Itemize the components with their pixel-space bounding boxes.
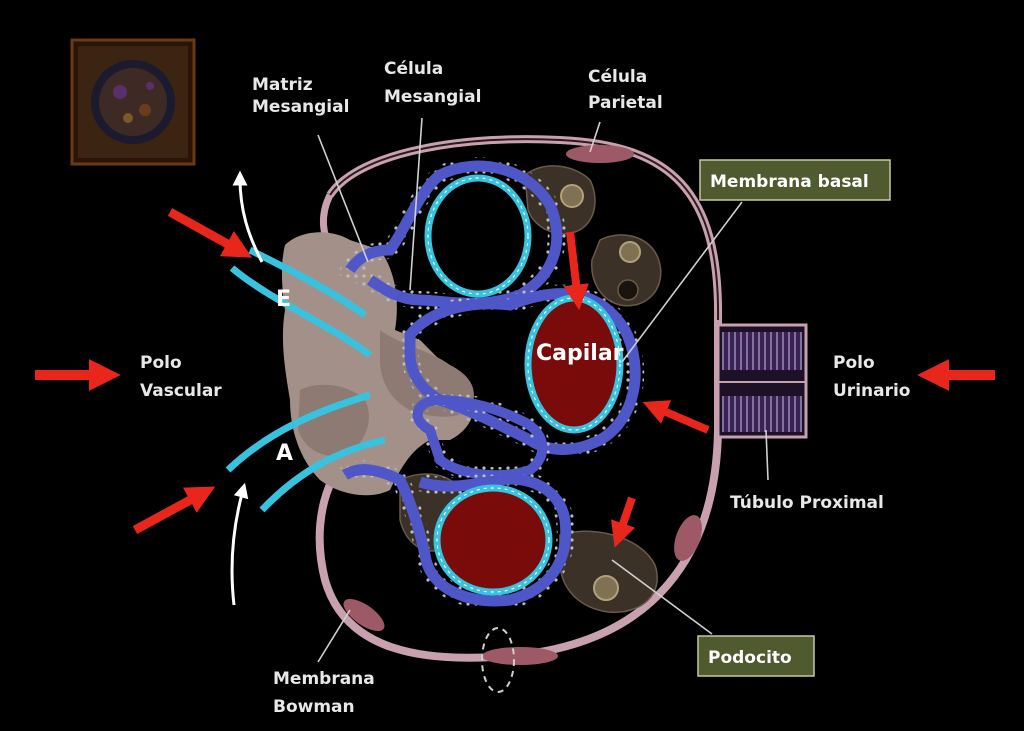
label-polo-urinario: Polo Urinario [833, 353, 910, 401]
label-arteriole-e: E [276, 287, 291, 312]
tag-membrana-basal: Membrana basal [699, 159, 891, 201]
svg-text:Membrana basal: Membrana basal [710, 172, 869, 192]
parietal-cell [343, 598, 385, 632]
label-celula-mesangial: Célula Mesangial [384, 59, 481, 107]
parietal-cell [566, 145, 634, 163]
tag-podocito: Podocito [697, 635, 815, 677]
label-polo-vascular: Polo Vascular [140, 353, 222, 401]
capillary-loops [336, 157, 645, 610]
label-capilar: Capilar [536, 341, 624, 366]
flow-out-arrow [232, 170, 264, 263]
label-membrana-bowman: Membrana Bowman [273, 669, 381, 717]
label-matriz-mesangial: Matriz Mesangial [252, 75, 349, 117]
leader-lines [317, 117, 769, 663]
dashed-cell-outline [481, 627, 515, 693]
micrograph-thumbnail [70, 38, 196, 166]
efferent-arteriole [229, 246, 373, 358]
afferent-arteriole [225, 391, 386, 513]
flow-in-arrow [230, 482, 249, 606]
parietal-cell [482, 647, 558, 665]
proximal-tubule [716, 323, 808, 439]
label-arteriole-a: A [276, 441, 293, 466]
label-tubulo-proximal: Túbulo Proximal [730, 493, 884, 513]
parietal-cell [674, 515, 702, 561]
red-arrows [35, 208, 995, 548]
svg-text:Podocito: Podocito [708, 648, 792, 668]
label-celula-parietal: Célula Parietal [588, 67, 663, 113]
